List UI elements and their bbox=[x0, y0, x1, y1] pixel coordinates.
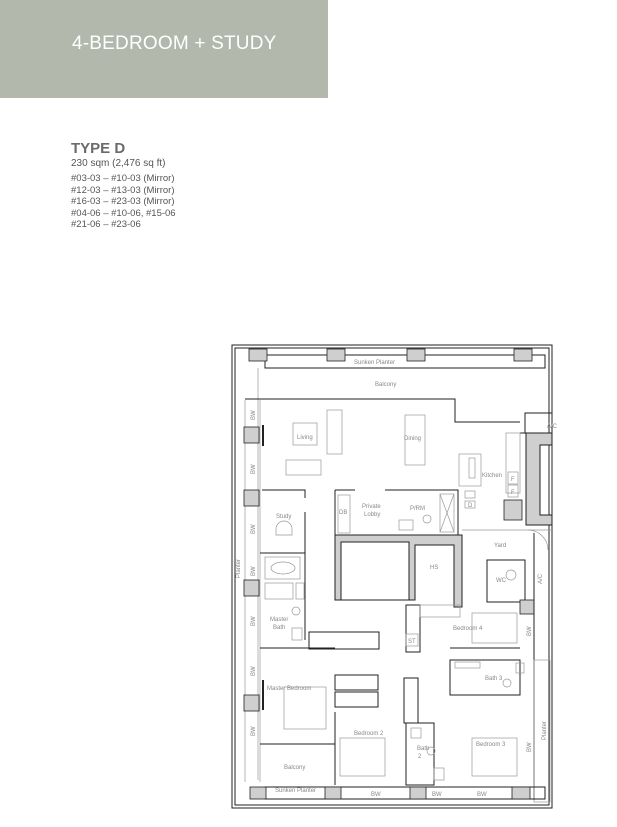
label-bath-3: Bath 3 bbox=[485, 676, 503, 682]
unit-number: #04-06 – #10-06, #15-06 bbox=[71, 207, 176, 219]
label-bw: BW bbox=[477, 792, 487, 798]
label-sunken-planter: Sunken Planter bbox=[354, 360, 395, 366]
label-balcony: Balcony bbox=[375, 382, 396, 388]
unit-number: #21-06 – #23-06 bbox=[71, 219, 141, 230]
label-planter-left: Planter bbox=[236, 559, 242, 578]
label-bw: BW bbox=[251, 616, 257, 626]
label-bedroom-3: Bedroom 3 bbox=[476, 742, 506, 748]
unit-number: #12-03 – #13-03 (Mirror) bbox=[71, 184, 175, 196]
label-master-bedroom: Master Bedroom bbox=[267, 686, 311, 692]
label-hs: HS bbox=[430, 565, 438, 571]
label-study: Study bbox=[276, 514, 291, 520]
unit-number: #03-03 – #10-03 (Mirror) bbox=[71, 173, 175, 184]
label-master-bath: Bath bbox=[273, 625, 285, 631]
label-private-lobby: Lobby bbox=[364, 512, 380, 518]
label-bw: BW bbox=[251, 566, 257, 576]
label-fridge: F bbox=[511, 477, 515, 483]
label-ac: A/C bbox=[547, 424, 558, 430]
label-fridge: F bbox=[511, 490, 515, 496]
label-bw: BW bbox=[251, 524, 257, 534]
label-bw: BW bbox=[251, 464, 257, 474]
unit-type-name: TYPE D bbox=[71, 140, 126, 157]
label-bw: BW bbox=[251, 410, 257, 420]
label-bath-2: 2 bbox=[418, 754, 422, 760]
label-planter-right: Planter bbox=[542, 721, 548, 740]
unit-area: 230 sqm (2,476 sq ft) bbox=[71, 158, 166, 169]
label-bath-2: Bath bbox=[417, 746, 429, 752]
label-sunken-planter-bottom: Sunken Planter bbox=[275, 788, 316, 794]
label-private-lobby: Private bbox=[362, 504, 381, 510]
label-dining: Dining bbox=[404, 436, 421, 442]
label-kitchen: Kitchen bbox=[482, 473, 502, 479]
label-bedroom-2: Bedroom 2 bbox=[354, 731, 384, 737]
label-yard: Yard bbox=[494, 543, 506, 549]
label-living: Living bbox=[297, 435, 313, 441]
unit-info: TYPE D 230 sqm (2,476 sq ft) #03-03 – #1… bbox=[71, 140, 176, 231]
label-master-bath: Master bbox=[270, 617, 288, 623]
unit-number: #16-03 – #23-03 (Mirror) bbox=[71, 196, 175, 207]
label-st: ST bbox=[408, 639, 416, 645]
outer-walls bbox=[231, 344, 553, 809]
header-banner: 4-BEDROOM + STUDY bbox=[0, 0, 328, 98]
label-wc: WC bbox=[496, 578, 507, 584]
label-ac-side: A/C bbox=[538, 573, 544, 584]
label-prm: P/RM bbox=[410, 506, 425, 512]
label-bw: BW bbox=[527, 742, 533, 752]
label-bw: BW bbox=[251, 726, 257, 736]
label-bw: BW bbox=[371, 792, 381, 798]
label-bedroom-4: Bedroom 4 bbox=[453, 626, 483, 632]
label-balcony-bottom: Balcony bbox=[284, 765, 305, 771]
label-bw: BW bbox=[251, 666, 257, 676]
label-dryer: D bbox=[468, 503, 473, 509]
page-title: 4-BEDROOM + STUDY bbox=[72, 33, 277, 54]
label-bw: BW bbox=[432, 792, 442, 798]
label-bw: BW bbox=[527, 626, 533, 636]
label-db: DB bbox=[339, 510, 347, 516]
